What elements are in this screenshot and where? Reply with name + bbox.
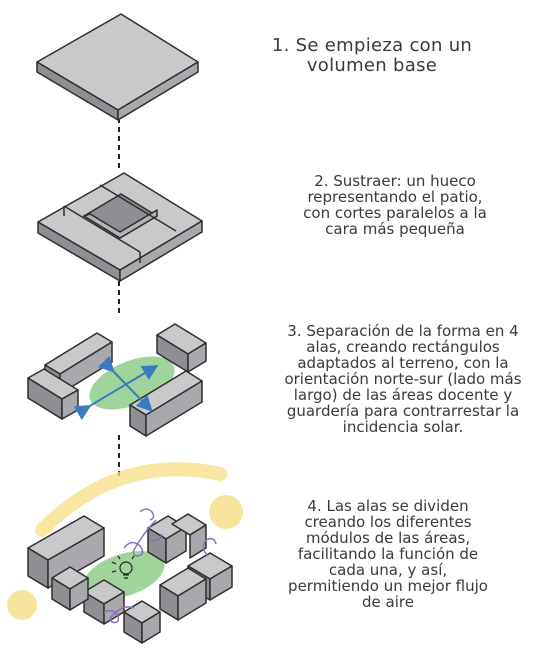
- base-volume-block: [36, 13, 199, 121]
- divided-modules: [7, 462, 243, 644]
- step-line: creando los diferentes: [304, 513, 472, 531]
- step-line: de aire: [362, 593, 414, 611]
- sun-icon: [7, 590, 37, 620]
- step-4-text: 4. Las alas se dividen creando los difer…: [286, 498, 490, 610]
- step-line: 1. Se empieza con un: [271, 35, 473, 56]
- step-line: permitiendo un mejor flujo: [288, 577, 488, 595]
- sun-icon: [209, 495, 243, 529]
- step-line: orientación norte-sur (lado más: [284, 370, 522, 388]
- wind-swirl-icon: [103, 508, 217, 624]
- step-line: 3. Separación de la forma en 4: [287, 322, 519, 340]
- step-line: alas, creando rectángulos: [306, 338, 500, 356]
- step-line: adaptados al terreno, con la: [297, 354, 509, 372]
- step-line: 2. Sustraer: un hueco: [314, 172, 476, 190]
- step-line: largo) de las áreas docente y: [293, 386, 513, 404]
- step-line: volumen base: [306, 55, 438, 76]
- step-2-text: 2. Sustraer: un hueco representando el p…: [276, 173, 514, 237]
- step-line: guardería para contrarrestar la: [286, 402, 520, 420]
- step-3-text: 3. Separación de la forma en 4 alas, cre…: [272, 323, 534, 435]
- step-line: módulos de las áreas,: [305, 529, 471, 547]
- patio-subtraction-block: [37, 172, 203, 282]
- step-1-text: 1. Se empieza con un volumen base: [262, 36, 482, 76]
- step-line: representando el patio,: [307, 188, 483, 206]
- step-line: cara más pequeña: [325, 220, 465, 238]
- step-line: cada una, y así,: [328, 561, 448, 579]
- step-line: 4. Las alas se dividen: [307, 497, 469, 515]
- step-line: con cortes paralelos a la: [303, 204, 487, 222]
- step-line: incidencia solar.: [342, 418, 464, 436]
- sun-arc-icon: [35, 462, 227, 537]
- separated-wings: [27, 323, 207, 437]
- arrow-cross-icon: [73, 355, 159, 421]
- lightbulb-icon: [111, 555, 135, 579]
- step-line: facilitando la función de: [297, 545, 479, 563]
